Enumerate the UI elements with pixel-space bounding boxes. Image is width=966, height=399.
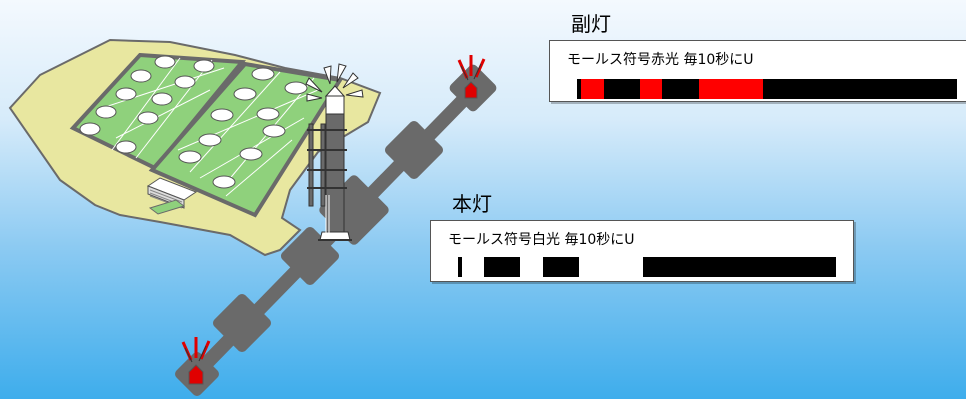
red-beacon-top bbox=[457, 55, 486, 99]
sub-light-title: 副灯 bbox=[571, 12, 611, 36]
flash-segment bbox=[580, 79, 604, 99]
lighthouse bbox=[305, 63, 364, 241]
main-light-flash-bar bbox=[458, 257, 836, 277]
main-light-panel: モールス符号白光 毎10秒にU bbox=[430, 220, 854, 282]
main-light-description: モールス符号白光 毎10秒にU bbox=[448, 232, 635, 248]
flash-segment bbox=[639, 79, 663, 99]
sub-light-flash-bar bbox=[577, 79, 957, 99]
flash-segment bbox=[461, 257, 485, 277]
main-light-title: 本灯 bbox=[452, 192, 492, 216]
sub-light-panel: モールス符号赤光 毎10秒にU bbox=[549, 40, 966, 102]
flash-segment bbox=[698, 79, 764, 99]
flash-segment bbox=[578, 257, 644, 277]
flash-segment bbox=[520, 257, 544, 277]
island bbox=[8, 38, 382, 257]
sub-light-description: モールス符号赤光 毎10秒にU bbox=[567, 52, 754, 68]
building bbox=[146, 177, 198, 215]
red-beacon-bottom bbox=[181, 337, 211, 385]
